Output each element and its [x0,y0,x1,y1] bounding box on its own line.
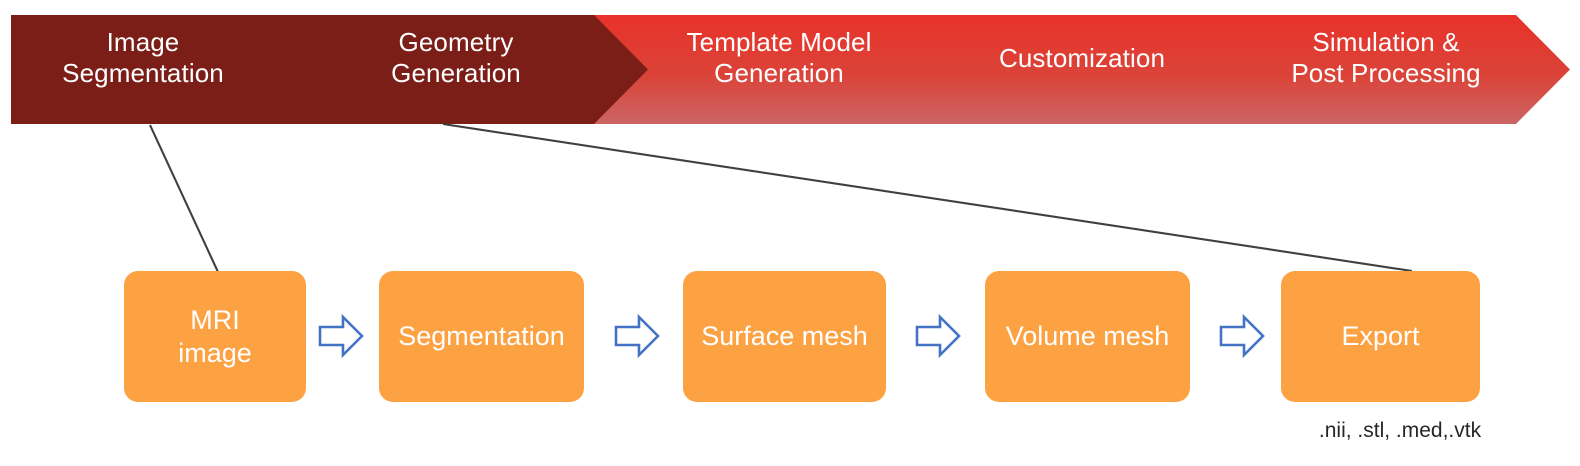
banner-stage-customization[interactable]: Customization [998,43,1166,73]
right-arrow-icon [1219,313,1265,359]
banner-stage-template-model-generation[interactable]: Template Model Generation [686,27,872,88]
flow-box-mri-image[interactable]: MRI image [124,271,306,402]
flow-box-export[interactable]: Export [1281,271,1480,402]
right-arrow-icon [614,313,660,359]
right-arrow-icon [915,313,961,359]
flow-box-segmentation[interactable]: Segmentation [379,271,584,402]
connector-image-segmentation-to-mri-image [149,124,219,273]
connector-geometry-generation-to-export [442,122,1413,273]
flow-box-volume-mesh[interactable]: Volume mesh [985,271,1190,402]
banner-stage-simulation-post-processing[interactable]: Simulation & Post Processing [1291,27,1481,88]
banner-stage-image-segmentation[interactable]: Image Segmentation [62,27,224,88]
export-formats-caption: .nii, .stl, .med,.vtk [1318,419,1482,442]
right-arrow-icon [318,313,364,359]
banner-stage-geometry-generation[interactable]: Geometry Generation [391,27,521,88]
flow-box-surface-mesh[interactable]: Surface mesh [683,271,886,402]
